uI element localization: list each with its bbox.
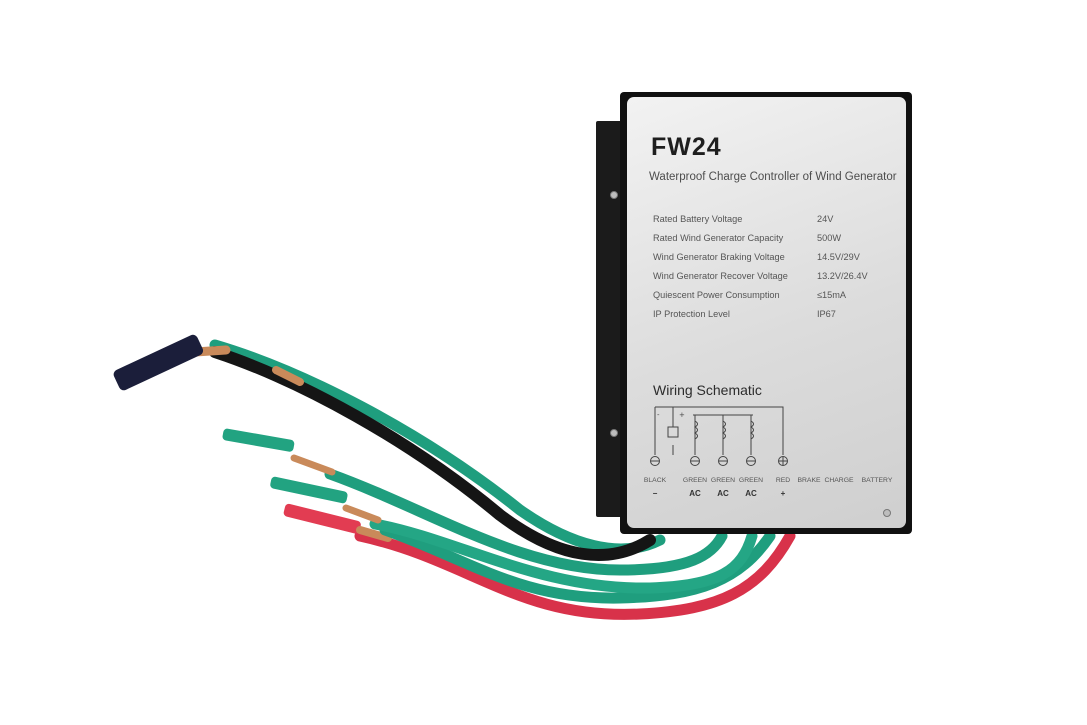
spec-value: ≤15mA	[817, 290, 847, 300]
spec-row: IP Protection Level IP67	[653, 309, 893, 328]
black-wire-end	[113, 334, 204, 391]
spec-label: Rated Battery Voltage	[653, 214, 743, 224]
green-wire-end-short	[270, 476, 348, 504]
svg-text:-: -	[657, 411, 660, 419]
red-wire	[354, 530, 796, 620]
terminal-polarity: AC	[717, 489, 729, 498]
red-wire-copper	[356, 526, 392, 542]
green-wire-1	[324, 468, 728, 576]
terminal-label: GREEN	[682, 477, 708, 484]
spec-label: Rated Wind Generator Capacity	[653, 233, 784, 243]
green-wire-end-long	[222, 428, 295, 452]
terminal-polarity: +	[780, 489, 786, 498]
green-wire-copper-long	[290, 454, 336, 476]
wiring-schematic-diagram: - +	[650, 406, 788, 466]
spec-value: 500W	[817, 233, 842, 243]
wiring-title: Wiring Schematic	[653, 382, 762, 398]
green-wire-3b	[369, 518, 758, 594]
spec-row: Rated Wind Generator Capacity 500W	[653, 233, 893, 252]
spec-value: 13.2V/26.4V	[817, 271, 868, 281]
spec-label: Quiescent Power Consumption	[653, 290, 780, 300]
terminal-labels: BLACK − GREEN AC GREEN AC GREEN AC RED +…	[641, 477, 901, 507]
label-rivet	[883, 509, 891, 517]
product-subtitle: Waterproof Charge Controller of Wind Gen…	[649, 171, 897, 183]
green-wire-copper-short	[342, 504, 382, 524]
red-wire-end	[283, 503, 361, 534]
terminal-polarity: AC	[689, 489, 701, 498]
spec-label: IP Protection Level	[653, 309, 730, 319]
terminal-polarity: −	[652, 489, 658, 498]
spec-value: 24V	[817, 214, 834, 224]
terminal-label: GREEN	[738, 477, 764, 484]
mounting-hole-bottom	[610, 429, 618, 437]
terminal-label: CHARGE	[824, 477, 854, 484]
black-wire-copper-2	[272, 366, 304, 386]
model-name: FW24	[651, 133, 722, 161]
spec-label: Wind Generator Braking Voltage	[653, 252, 785, 262]
terminal-label: GREEN	[710, 477, 736, 484]
svg-text:+: +	[679, 411, 685, 419]
spec-row: Wind Generator Braking Voltage 14.5V/29V	[653, 252, 893, 271]
terminal-label: BLACK	[643, 477, 667, 484]
black-wire	[209, 346, 656, 561]
product-label: FW24 Waterproof Charge Controller of Win…	[627, 97, 906, 528]
spec-row: Wind Generator Recover Voltage 13.2V/26.4…	[653, 271, 893, 290]
spec-row: Quiescent Power Consumption ≤15mA	[653, 290, 893, 309]
spec-table: Rated Battery Voltage 24V Rated Wind Gene…	[653, 214, 893, 328]
terminal-label: BRAKE	[797, 477, 821, 484]
spec-row: Rated Battery Voltage 24V	[653, 214, 893, 233]
spec-value: IP67	[817, 309, 836, 319]
spec-value: 14.5V/29V	[817, 252, 860, 262]
mounting-hole-top	[610, 191, 618, 199]
terminal-label: RED	[775, 477, 791, 484]
terminal-polarity: AC	[745, 489, 757, 498]
spec-label: Wind Generator Recover Voltage	[653, 271, 788, 281]
terminal-label: BATTERY	[861, 477, 893, 484]
